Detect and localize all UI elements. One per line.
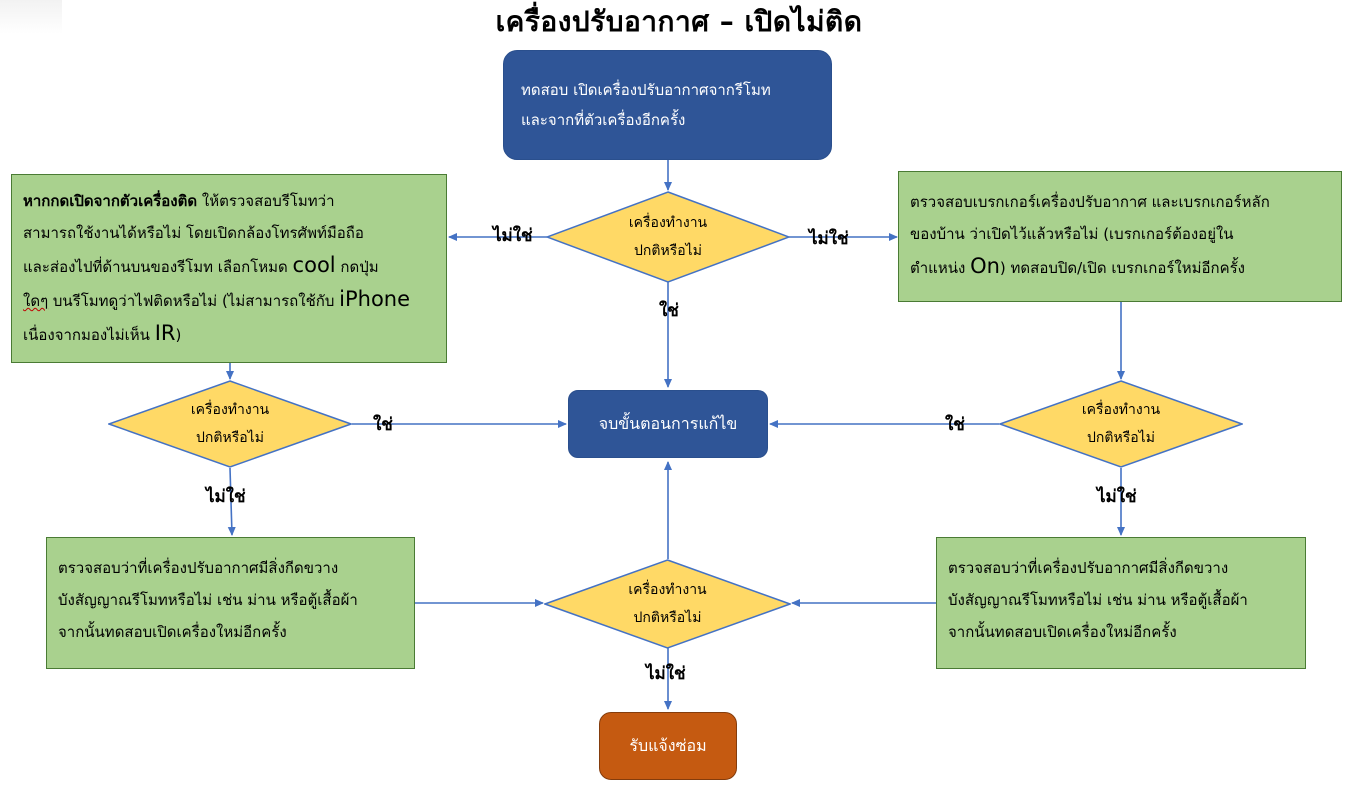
arrow-decision-left-to-obstacle-left: [227, 467, 236, 536]
start-step-line-1: ทดสอบ เปิดเครื่องปรับอากาศจากรีโมท: [521, 81, 771, 99]
breaker-check-text-3: ตำแหน่ง: [910, 259, 971, 277]
spellcheck-word: ใดๆ: [23, 292, 49, 310]
label-no-top-left: ไม่ใช่: [493, 226, 533, 246]
remote-check-text-1: ให้ตรวจสอบรีโมทว่า: [197, 192, 335, 210]
decision-works-top: เครื่องทำงาน ปกติหรือไม่: [546, 191, 790, 283]
obstacle-line-2: บังสัญญาณรีโมทหรือไม่ เช่น ม่าน หรือตู้เ…: [948, 591, 1248, 609]
breaker-check-line-2: ของบ้าน ว่าเปิดไว้แล้วหรือไม่ (เบรกเกอร์…: [910, 225, 1234, 243]
decision-line-1: เครื่องทำงาน: [190, 402, 270, 418]
remote-check-line-3: และส่องไปที่ด้านบนของรีโมท เลือกโหมด coo…: [23, 249, 446, 283]
start-step-line-2: และจากที่ตัวเครื่องอีกครั้ง: [521, 111, 686, 129]
remote-check-line-5: เนื่องจากมองไม่เห็น IR): [23, 317, 446, 351]
breaker-check-line-1: ตรวจสอบเบรกเกอร์เครื่องปรับอากาศ และเบรก…: [910, 193, 1270, 211]
decision-line-2: ปกติหรือไม่: [634, 243, 702, 259]
corner-artifact: [0, 0, 62, 34]
decision-line-2: ปกติหรือไม่: [1087, 430, 1155, 446]
label-no-top-right: ไม่ใช่: [809, 229, 849, 249]
label-yes-top-down: ใช่: [659, 301, 679, 321]
label-no-bottom-down: ไม่ใช่: [646, 664, 686, 684]
breaker-check-line-3: ตำแหน่ง On) ทดสอบปิด/เปิด เบรกเกอร์ใหม่อ…: [910, 250, 1341, 284]
remote-check-text-5: เนื่องจากมองไม่เห็น: [23, 326, 155, 344]
label-yes-left: ใช่: [373, 415, 393, 435]
remote-check-text-3-end: กดปุ่ม: [335, 258, 379, 276]
remote-check-line-4: ใดๆ บนรีโมทดูว่าไฟติดหรือไม่ (ไม่สามารถใ…: [23, 283, 446, 317]
breaker-check-box: ตรวจสอบเบรกเกอร์เครื่องปรับอากาศ และเบรก…: [898, 171, 1342, 302]
decision-line-1: เครื่องทำงาน: [628, 582, 707, 598]
end-step-label: จบขั้นตอนการแก้ไข: [598, 413, 738, 433]
remote-check-line-1: หากกดเปิดจากตัวเครื่องติด ให้ตรวจสอบรีโม…: [23, 185, 446, 217]
on-token: On: [970, 254, 1000, 278]
decision-line-2: ปกติหรือไม่: [633, 610, 702, 626]
obstacle-check-box-left: ตรวจสอบว่าที่เครื่องปรับอากาศมีสิ่งกีดขว…: [46, 537, 415, 669]
label-no-left-down: ไม่ใช่: [206, 487, 246, 507]
obstacle-line-3: จากนั้นทดสอบเปิดเครื่องใหม่อีกครั้ง: [58, 623, 287, 641]
decision-works-right: เครื่องทำงาน ปกติหรือไม่: [999, 380, 1243, 468]
decision-line-1: เครื่องทำงาน: [628, 215, 708, 231]
remote-check-text-3: และส่องไปที่ด้านบนของรีโมท เลือกโหมด: [23, 258, 293, 276]
remote-check-box: หากกดเปิดจากตัวเครื่องติด ให้ตรวจสอบรีโม…: [11, 174, 447, 363]
end-step-box: จบขั้นตอนการแก้ไข: [568, 390, 768, 458]
remote-check-bold-lead: หากกดเปิดจากตัวเครื่องติด: [23, 192, 198, 210]
ir-token: IR: [154, 321, 176, 345]
label-no-right-down: ไม่ใช่: [1097, 487, 1137, 507]
obstacle-line-1: ตรวจสอบว่าที่เครื่องปรับอากาศมีสิ่งกีดขว…: [948, 559, 1229, 577]
obstacle-line-3: จากนั้นทดสอบเปิดเครื่องใหม่อีกครั้ง: [948, 623, 1177, 641]
remote-check-text-4: บนรีโมทดูว่าไฟติดหรือไม่ (ไม่สามารถใช้กั…: [48, 292, 340, 310]
decision-line-2: ปกติหรือไม่: [196, 430, 264, 446]
remote-check-line-2: สามารถใช้งานได้หรือไม่ โดยเปิดกล้องโทรศั…: [23, 224, 364, 242]
breaker-check-text-3-end: ) ทดสอบปิด/เปิด เบรกเกอร์ใหม่อีกครั้ง: [999, 259, 1245, 277]
decision-works-bottom: เครื่องทำงาน ปกติหรือไม่: [544, 559, 791, 649]
decision-line-1: เครื่องทำงาน: [1081, 402, 1161, 418]
obstacle-check-box-right: ตรวจสอบว่าที่เครื่องปรับอากาศมีสิ่งกีดขว…: [936, 537, 1306, 669]
obstacle-line-1: ตรวจสอบว่าที่เครื่องปรับอากาศมีสิ่งกีดขว…: [58, 559, 339, 577]
cool-mode-token: cool: [292, 253, 336, 277]
repair-request-box: รับแจ้งซ่อม: [599, 712, 737, 780]
obstacle-line-2: บังสัญญาณรีโมทหรือไม่ เช่น ม่าน หรือตู้เ…: [58, 591, 358, 609]
start-step-box: ทดสอบ เปิดเครื่องปรับอากาศจากรีโมท และจา…: [503, 50, 832, 160]
label-yes-right: ใช่: [945, 415, 965, 435]
iphone-token: iPhone: [339, 287, 411, 311]
decision-works-left: เครื่องทำงาน ปกติหรือไม่: [108, 380, 352, 468]
repair-request-label: รับแจ้งซ่อม: [629, 735, 707, 755]
remote-check-text-5-end: ): [175, 326, 182, 344]
page-title: เครื่องปรับอากาศ – เปิดไม่ติด: [495, 5, 863, 38]
